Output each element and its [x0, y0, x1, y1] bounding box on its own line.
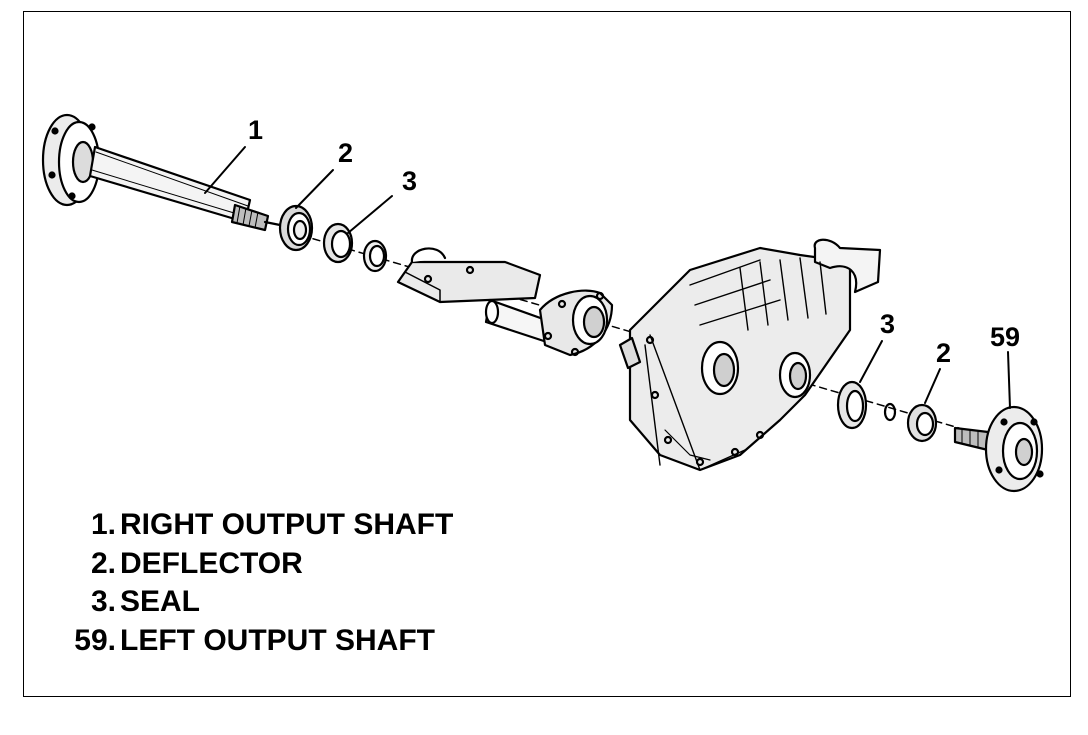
parts-legend: 1.RIGHT OUTPUT SHAFT 2.DEFLECTOR 3.SEAL … [70, 506, 453, 660]
callout-left-output-shaft: 59 [990, 322, 1020, 352]
legend-name: SEAL [120, 585, 201, 618]
callout-deflector-left: 2 [936, 338, 951, 368]
callout-seal-right: 3 [402, 166, 417, 196]
legend-number: 1. [90, 508, 116, 541]
leader-lines [204, 146, 1011, 409]
callout-seal-left: 3 [880, 309, 895, 339]
legend-item: 2.DEFLECTOR [70, 545, 453, 584]
legend-name: DEFLECTOR [120, 546, 303, 580]
right-deflector [278, 204, 314, 252]
legend-number: 2. [90, 546, 116, 580]
legend-item: 59.LEFT OUTPUT SHAFT [70, 622, 453, 661]
diagram-frame [23, 11, 1071, 697]
legend-number: 59. [74, 623, 116, 657]
callout-deflector-right: 2 [338, 138, 353, 168]
legend-name: RIGHT OUTPUT SHAFT [120, 508, 454, 541]
legend-name: LEFT OUTPUT SHAFT [120, 623, 435, 657]
left-deflector [906, 403, 938, 443]
left-seal [836, 380, 897, 430]
legend-item: 3.SEAL [70, 583, 453, 622]
left-output-shaft [953, 405, 1044, 493]
right-seal [322, 222, 388, 273]
differential-carrier [618, 238, 882, 472]
axle-tube-housing [396, 247, 614, 357]
right-output-shaft [41, 113, 287, 232]
legend-item: 1.RIGHT OUTPUT SHAFT [70, 506, 453, 545]
legend-number: 3. [90, 585, 116, 618]
callout-right-output-shaft: 1 [248, 115, 263, 145]
